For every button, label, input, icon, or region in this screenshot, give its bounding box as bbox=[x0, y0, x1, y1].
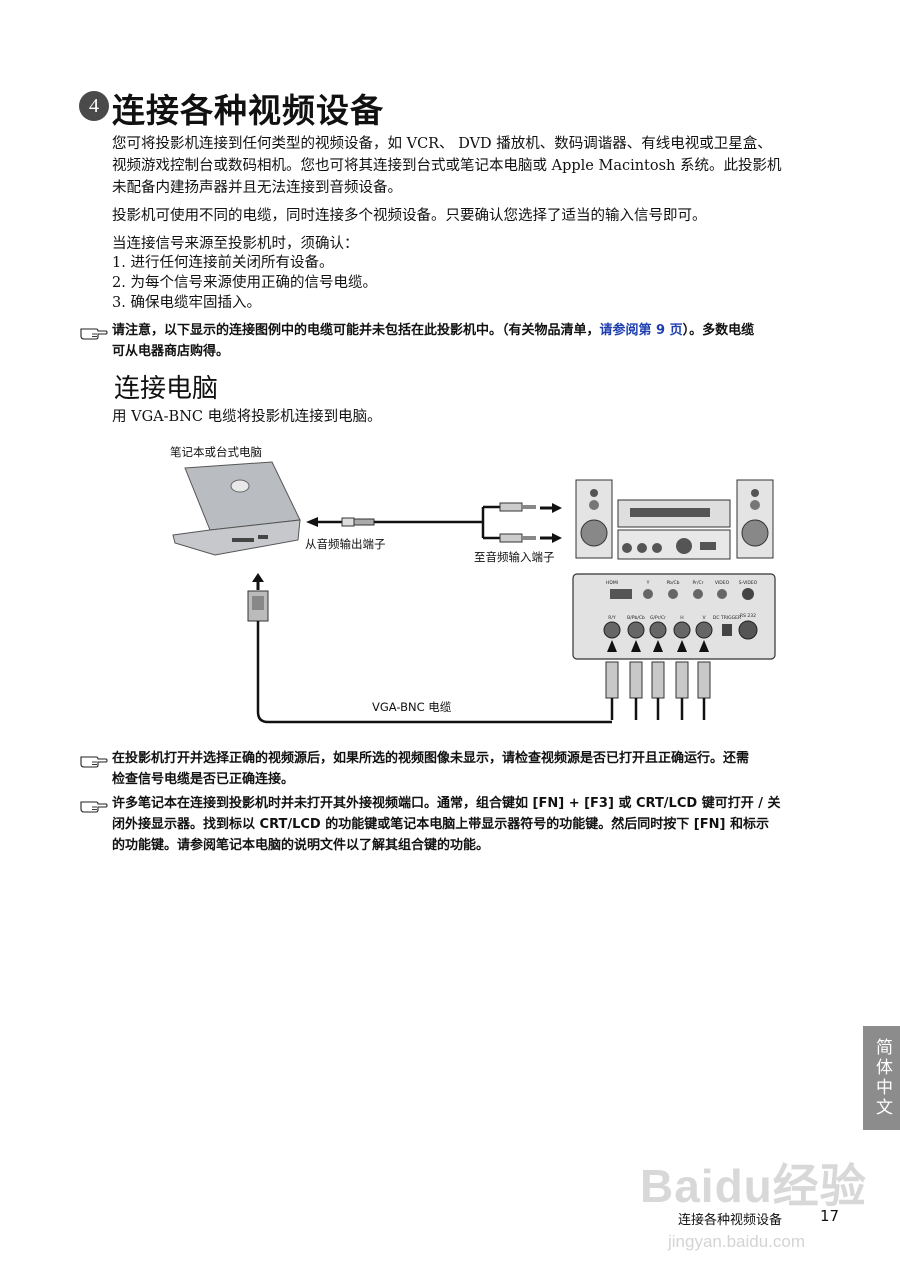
audio-in-label: 至音频输入端子 bbox=[474, 550, 555, 564]
intro-line: 视频游戏控制台或数码相机。您也可将其连接到台式或笔记本电脑或 Apple Mac… bbox=[112, 158, 782, 174]
panel-port-label: B/Pb/Cb bbox=[627, 615, 645, 621]
language-side-tab: 简体中文 bbox=[863, 1026, 900, 1130]
bnc-connectors bbox=[605, 640, 711, 720]
step-item: 2. 为每个信号来源使用正确的信号电缆。 bbox=[112, 275, 377, 291]
pointing-hand-icon bbox=[80, 756, 108, 768]
step-item: 3. 确保电缆牢固插入。 bbox=[112, 295, 261, 311]
note-line: 许多笔记本在连接到投影机时并未打开其外接视频端口。通常，组合键如 [FN] + … bbox=[112, 796, 781, 811]
panel-port-label: VIDEO bbox=[715, 580, 730, 586]
intro-paragraph-2: 投影机可使用不同的电缆，同时连接多个视频设备。只要确认您选择了适当的输入信号即可… bbox=[112, 208, 707, 224]
panel-port-label: HDMI bbox=[606, 580, 618, 586]
intro-paragraph-3: 当连接信号来源至投影机时，须确认： bbox=[112, 236, 359, 252]
projector-input-panel bbox=[572, 573, 776, 660]
connection-diagram: HDMI Y Pb/Cb Pr/Cr VIDEO S-VIDEO R/Y B/Pb/Cb G/P… bbox=[172, 461, 776, 724]
intro-paragraph: 您可将投影机连接到任何类型的视频设备，如 VCR、 DVD 播放机、数码调谐器、… bbox=[112, 133, 832, 199]
panel-port-label: RS 232 bbox=[740, 613, 756, 619]
panel-port-label: G/Pr/Cr bbox=[650, 615, 666, 621]
panel-port-label: Y bbox=[646, 580, 650, 586]
panel-port-label: S-VIDEO bbox=[739, 580, 758, 586]
laptop-label: 笔记本或台式电脑 bbox=[170, 445, 262, 459]
note-line: 检查信号电缆是否已正确连接。 bbox=[112, 772, 295, 787]
laptop-illustration bbox=[172, 461, 301, 556]
panel-port-label: DC TRIGGER bbox=[713, 615, 741, 621]
intro-line: 未配备内建扬声器并且无法连接到音频设备。 bbox=[112, 180, 402, 196]
note-line: 闭外接显示器。找到标以 CRT/LCD 的功能键或笔记本电脑上带显示器符号的功能… bbox=[112, 817, 769, 832]
chapter-number-badge: 4 bbox=[79, 91, 109, 121]
vga-bnc-cable-label: VGA-BNC 电缆 bbox=[372, 700, 452, 714]
footer-chapter-title: 连接各种视频设备 bbox=[678, 1213, 783, 1228]
panel-port-label: Pb/Cb bbox=[666, 580, 679, 586]
panel-port-label: V bbox=[702, 615, 706, 621]
note-video-source: 在投影机打开并选择正确的视频源后，如果所选的视频图像未显示，请检查视频源是否已打… bbox=[112, 748, 832, 790]
section-title: 连接电脑 bbox=[114, 374, 219, 404]
panel-port-label: R/Y bbox=[608, 615, 616, 621]
note-line: 在投影机打开并选择正确的视频源后，如果所选的视频图像未显示，请检查视频源是否已打… bbox=[112, 751, 750, 766]
arrow-right-icon bbox=[552, 503, 562, 513]
stereo-amplifier bbox=[617, 499, 731, 560]
page-9-link[interactable]: 请参阅第 9 页 bbox=[599, 323, 683, 338]
note-cables: 请注意，以下显示的连接图例中的电缆可能并未包括在此投影机中。（有关物品清单，请参… bbox=[112, 320, 832, 362]
section-description: 用 VGA-BNC 电缆将投影机连接到电脑。 bbox=[112, 409, 382, 425]
panel-port-label: Pr/Cr bbox=[693, 580, 704, 586]
arrow-left-icon bbox=[306, 517, 318, 527]
chapter-title: 连接各种视频设备 bbox=[112, 91, 384, 130]
pointing-hand-icon bbox=[80, 328, 108, 340]
baidu-watermark-url: jingyan.baidu.com bbox=[668, 1232, 806, 1251]
baidu-watermark-logo: Baidu经验 bbox=[640, 1160, 867, 1212]
page-number: 17 bbox=[820, 1207, 840, 1225]
speaker-left bbox=[575, 479, 613, 559]
note-laptop-external-port: 许多笔记本在连接到投影机时并未打开其外接视频端口。通常，组合键如 [FN] + … bbox=[112, 793, 832, 856]
vga-bnc-cable bbox=[247, 573, 612, 724]
note-line: 请注意，以下显示的连接图例中的电缆可能并未包括在此投影机中。（有关物品清单，请参… bbox=[112, 323, 755, 338]
audio-out-label: 从音频输出端子 bbox=[305, 537, 386, 551]
note-line: 可从电器商店购得。 bbox=[112, 344, 230, 359]
arrow-right-icon bbox=[552, 533, 562, 543]
step-item: 1. 进行任何连接前关闭所有设备。 bbox=[112, 255, 334, 271]
panel-port-label: H bbox=[680, 615, 683, 621]
speaker-right bbox=[736, 479, 774, 559]
note-line: 的功能键。请参阅笔记本电脑的说明文件以了解其组合键的功能。 bbox=[112, 838, 490, 853]
intro-line: 您可将投影机连接到任何类型的视频设备，如 VCR、 DVD 播放机、数码调谐器、… bbox=[112, 136, 772, 152]
pointing-hand-icon bbox=[80, 801, 108, 813]
